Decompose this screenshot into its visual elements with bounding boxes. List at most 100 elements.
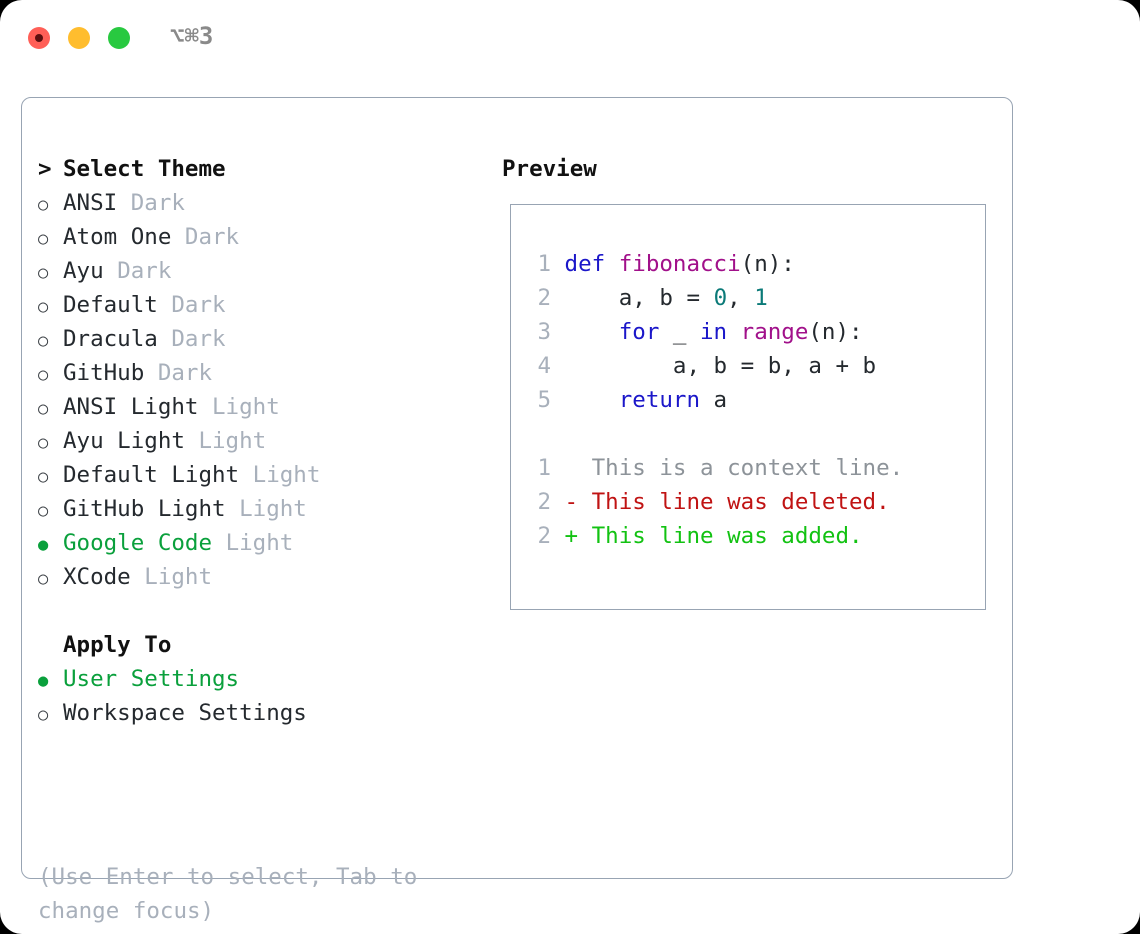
- radio-unselected-icon[interactable]: [38, 254, 63, 290]
- code-token-kw: return: [618, 387, 701, 413]
- theme-list-item[interactable]: Default Light Light: [38, 458, 488, 492]
- theme-label-separator: [131, 564, 145, 590]
- line-number: 2: [537, 285, 551, 311]
- code-token-txt: a: [700, 387, 728, 413]
- theme-list-item[interactable]: XCode Light: [38, 560, 488, 594]
- theme-list: ANSI DarkAtom One DarkAyu DarkDefault Da…: [38, 186, 488, 594]
- theme-label-separator: [239, 462, 253, 488]
- theme-variant-badge: Dark: [171, 292, 226, 318]
- radio-unselected-icon[interactable]: [38, 696, 63, 732]
- apply-to-item[interactable]: Workspace Settings: [38, 696, 488, 730]
- keyboard-hint: (Use Enter to select, Tab to change focu…: [38, 864, 431, 924]
- theme-name: XCode: [63, 564, 131, 590]
- theme-label-separator: [185, 428, 199, 454]
- code-token-fn: range: [740, 319, 809, 345]
- theme-variant-badge: Light: [144, 564, 213, 590]
- zoom-button[interactable]: [108, 27, 130, 49]
- diff-text-add: + This line was added.: [564, 523, 863, 549]
- theme-name: Ayu Light: [63, 428, 185, 454]
- code-token-num: 0: [713, 285, 728, 311]
- code-token-txt: (n):: [808, 319, 863, 345]
- diff-line: 1 This is a context line.: [529, 451, 903, 485]
- gutter-gap: [551, 251, 565, 277]
- gutter-gap: [551, 387, 565, 413]
- code-token-kw: in: [700, 319, 728, 345]
- code-line: 5 return a: [529, 383, 903, 417]
- theme-picker: >Select Theme ANSI DarkAtom One DarkAyu …: [38, 152, 488, 730]
- radio-unselected-icon[interactable]: [38, 356, 63, 392]
- code-token-txt: _: [659, 319, 701, 345]
- theme-list-item[interactable]: Default Dark: [38, 288, 488, 322]
- code-token-txt: [565, 387, 619, 413]
- apply-to-list: User SettingsWorkspace Settings: [38, 662, 488, 730]
- theme-list-item[interactable]: Ayu Dark: [38, 254, 488, 288]
- theme-variant-badge: Dark: [171, 326, 226, 352]
- diff-line: 2 + This line was added.: [529, 519, 903, 553]
- theme-name: Dracula: [63, 326, 158, 352]
- theme-label-separator: [226, 496, 240, 522]
- radio-unselected-icon[interactable]: [38, 220, 63, 256]
- line-number: 3: [537, 319, 551, 345]
- apply-to-label: User Settings: [63, 666, 240, 692]
- code-token-kw: for: [618, 319, 660, 345]
- theme-variant-badge: Dark: [157, 360, 213, 386]
- radio-unselected-icon[interactable]: [38, 492, 63, 528]
- line-number: 5: [537, 387, 551, 413]
- line-number: 4: [537, 353, 551, 379]
- theme-list-item[interactable]: Atom One Dark: [38, 220, 488, 254]
- theme-label-separator: [104, 258, 118, 284]
- theme-label-separator: [158, 292, 172, 318]
- theme-label-separator: [171, 224, 185, 250]
- theme-list-item[interactable]: ANSI Light Light: [38, 390, 488, 424]
- theme-list-item[interactable]: Ayu Light Light: [38, 424, 488, 458]
- apply-to-title: Apply To: [63, 632, 172, 658]
- radio-unselected-icon[interactable]: [38, 186, 63, 222]
- code-token-txt: ,: [727, 285, 755, 311]
- gutter-gap: [551, 285, 565, 311]
- theme-variant-badge: Light: [212, 394, 280, 420]
- diff-block: 1 This is a context line.2 - This line w…: [529, 451, 903, 553]
- minimize-button[interactable]: [68, 27, 90, 49]
- diff-text-del: - This line was deleted.: [564, 489, 890, 515]
- apply-to-label: Workspace Settings: [63, 700, 307, 726]
- radio-unselected-icon[interactable]: [38, 560, 63, 596]
- radio-unselected-icon[interactable]: [38, 288, 63, 324]
- code-token-txt: a, b =: [564, 285, 714, 311]
- radio-selected-icon[interactable]: [38, 526, 63, 562]
- diff-line: 2 - This line was deleted.: [529, 485, 903, 519]
- theme-variant-badge: Dark: [130, 190, 185, 216]
- theme-variant-badge: Light: [239, 496, 307, 522]
- radio-unselected-icon[interactable]: [38, 424, 63, 460]
- theme-list-item[interactable]: Dracula Dark: [38, 322, 488, 356]
- theme-label-separator: [212, 530, 226, 556]
- theme-list-item[interactable]: GitHub Light Light: [38, 492, 488, 526]
- theme-name: ANSI Light: [63, 394, 199, 420]
- theme-variant-badge: Light: [225, 530, 294, 556]
- code-token-txt: [565, 319, 619, 345]
- apply-to-item[interactable]: User Settings: [38, 662, 488, 696]
- gutter-gap: [551, 523, 565, 549]
- title-bar: ⌥⌘3: [0, 0, 1140, 78]
- radio-unselected-icon[interactable]: [38, 390, 63, 426]
- theme-name: Atom One: [63, 224, 172, 250]
- gutter-gap: [551, 489, 565, 515]
- theme-list-item[interactable]: Google Code Light: [38, 526, 488, 560]
- theme-list-item[interactable]: ANSI Dark: [38, 186, 488, 220]
- radio-selected-icon[interactable]: [38, 662, 63, 698]
- radio-unselected-icon[interactable]: [38, 458, 63, 494]
- code-token-kw: def: [564, 251, 606, 277]
- gutter-gap: [551, 319, 565, 345]
- theme-variant-badge: Light: [252, 462, 321, 488]
- theme-variant-badge: Dark: [184, 224, 240, 250]
- code-token-txt: a, b = b, a + b: [564, 353, 877, 379]
- theme-list-item[interactable]: GitHub Dark: [38, 356, 488, 390]
- code-line: 1 def fibonacci(n):: [529, 247, 903, 281]
- preview-label: Preview: [502, 156, 597, 182]
- radio-unselected-icon[interactable]: [38, 322, 63, 358]
- close-button[interactable]: [28, 27, 50, 49]
- close-icon: [35, 34, 43, 42]
- caret-icon: >: [38, 156, 52, 182]
- code-line: 2 a, b = 0, 1: [529, 281, 903, 315]
- gutter-gap: [551, 455, 565, 481]
